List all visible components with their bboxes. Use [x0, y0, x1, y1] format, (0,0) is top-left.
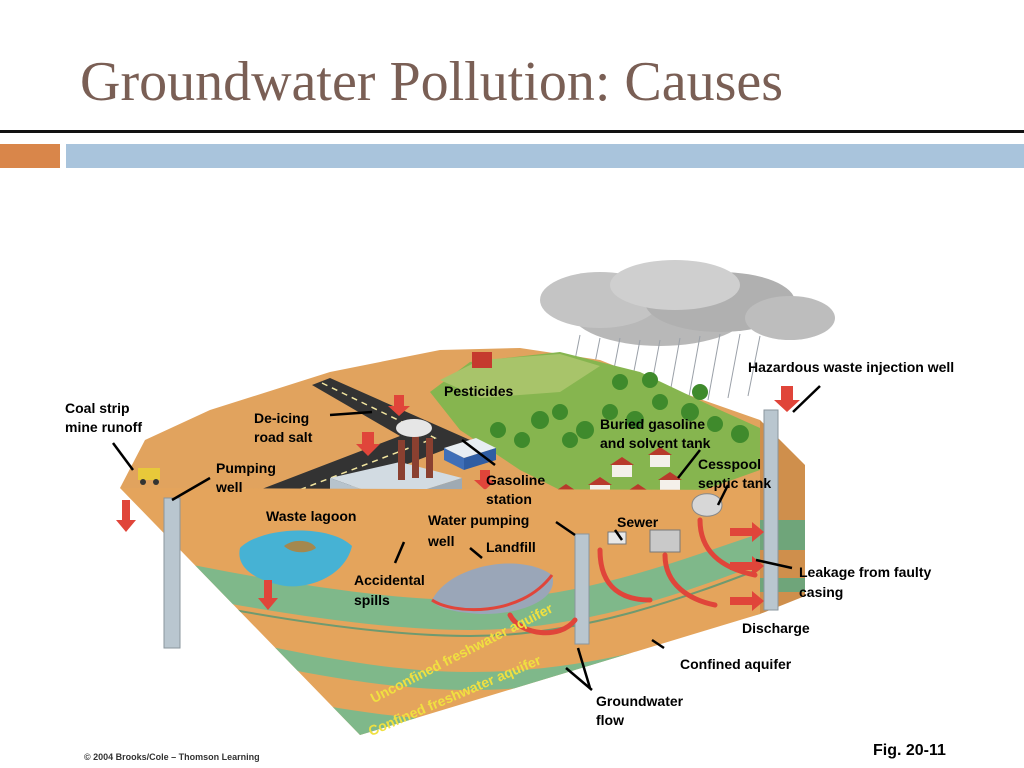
flow-arrows [116, 500, 764, 611]
surface-arrows [356, 395, 496, 490]
lagoon-sludge [284, 540, 316, 553]
label-hazardous-waste-injection-well: Hazardous waste injection well [748, 359, 955, 375]
landfill [432, 563, 554, 615]
copyright-notice: © 2004 Brooks/Cole – Thomson Learning [84, 752, 260, 762]
road [176, 378, 470, 532]
slide-title: Groundwater Pollution: Causes [80, 51, 784, 113]
gasoline-station-building [444, 438, 496, 470]
accent-bar-blue [66, 144, 1024, 168]
title-divider [0, 130, 1024, 133]
label-discharge: Discharge [742, 620, 810, 636]
contaminant-plumes [507, 517, 758, 636]
waste-lagoon [239, 530, 352, 587]
label-confined-aquifer: Confined aquifer [680, 656, 792, 672]
septic-tank [691, 493, 723, 517]
label-pesticides: Pesticides [444, 383, 514, 399]
mine-truck [138, 468, 160, 485]
buried-tank [649, 529, 681, 553]
label-landfill: Landfill [486, 539, 536, 555]
pumping-well-pipe [163, 497, 181, 649]
leader-lines [111, 385, 821, 691]
label-waste-lagoon: Waste lagoon [266, 508, 357, 524]
accent-bar-orange [0, 144, 60, 168]
trees [490, 372, 749, 448]
injection-arrow [774, 386, 800, 412]
landfill-rim [431, 574, 554, 612]
figure-reference: Fig. 20-11 [873, 742, 946, 759]
injection-well-pipe [763, 409, 779, 611]
water-pumping-well-pipe [574, 533, 590, 645]
label-sewer: Sewer [617, 514, 659, 530]
storm-cloud [540, 260, 835, 346]
